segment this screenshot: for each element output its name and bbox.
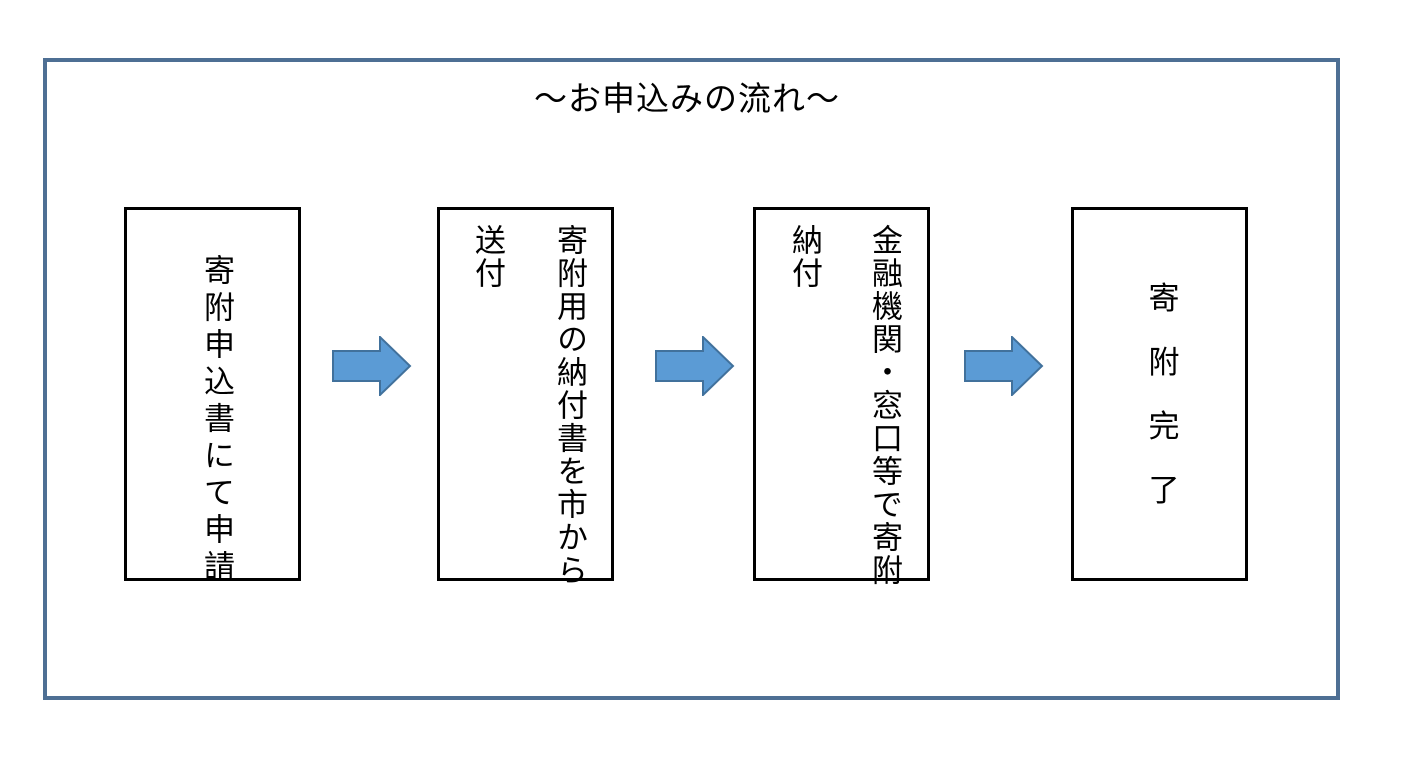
right-arrow-icon	[655, 336, 735, 396]
step-box-3: 金融機関・窓口等で寄附 納付	[753, 207, 930, 587]
diagram-frame	[43, 58, 1340, 700]
step-box-2: 寄附用の納付書を市から 送付	[437, 207, 614, 587]
step-4-char-4: 了	[1148, 473, 1180, 509]
diagram-title: ～お申込みの流れ～	[534, 79, 840, 118]
step-2-text-line-2: 送付	[469, 224, 505, 290]
right-arrow-icon	[964, 336, 1044, 396]
right-arrow-icon	[332, 336, 412, 396]
step-box-1: 寄附申込書にて申請	[124, 207, 301, 587]
step-3-text-line-2: 納付	[786, 224, 822, 290]
step-box-4: 寄 附 完 了	[1071, 207, 1248, 581]
step-4-char-2: 附	[1148, 345, 1180, 381]
step-4-char-1: 寄	[1148, 281, 1180, 317]
step-3-text-line-1: 金融機関・窓口等で寄附	[866, 224, 902, 587]
step-4-char-3: 完	[1148, 409, 1180, 445]
step-1-text: 寄附申込書にて申請	[198, 254, 234, 587]
step-2-text-line-1: 寄附用の納付書を市から	[551, 224, 587, 587]
